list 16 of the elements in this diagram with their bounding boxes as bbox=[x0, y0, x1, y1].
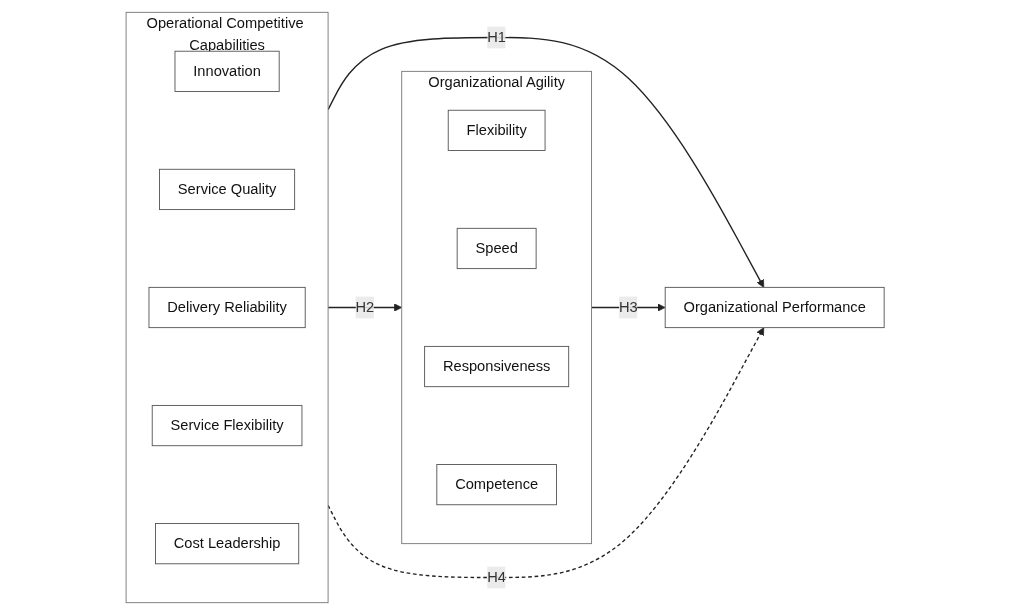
node-box: Service Quality bbox=[159, 168, 296, 211]
edge-label: H1 bbox=[487, 29, 507, 45]
node-box: Speed bbox=[457, 227, 537, 270]
arrow bbox=[327, 36, 765, 288]
node-box: Cost Leadership bbox=[155, 523, 300, 565]
node-box: Innovation bbox=[174, 50, 280, 92]
node-box: Flexibility bbox=[448, 109, 546, 151]
arrow bbox=[327, 327, 765, 579]
node-box: Organizational Performance bbox=[665, 286, 885, 329]
edge-label: H3 bbox=[619, 299, 639, 315]
edge-label: H4 bbox=[487, 569, 507, 585]
node-box: Competence bbox=[436, 464, 558, 506]
node-box: Service Flexibility bbox=[152, 404, 303, 447]
node-box: Responsiveness bbox=[424, 345, 570, 388]
edge-label: H2 bbox=[355, 299, 375, 315]
node-box: Delivery Reliability bbox=[148, 286, 307, 329]
